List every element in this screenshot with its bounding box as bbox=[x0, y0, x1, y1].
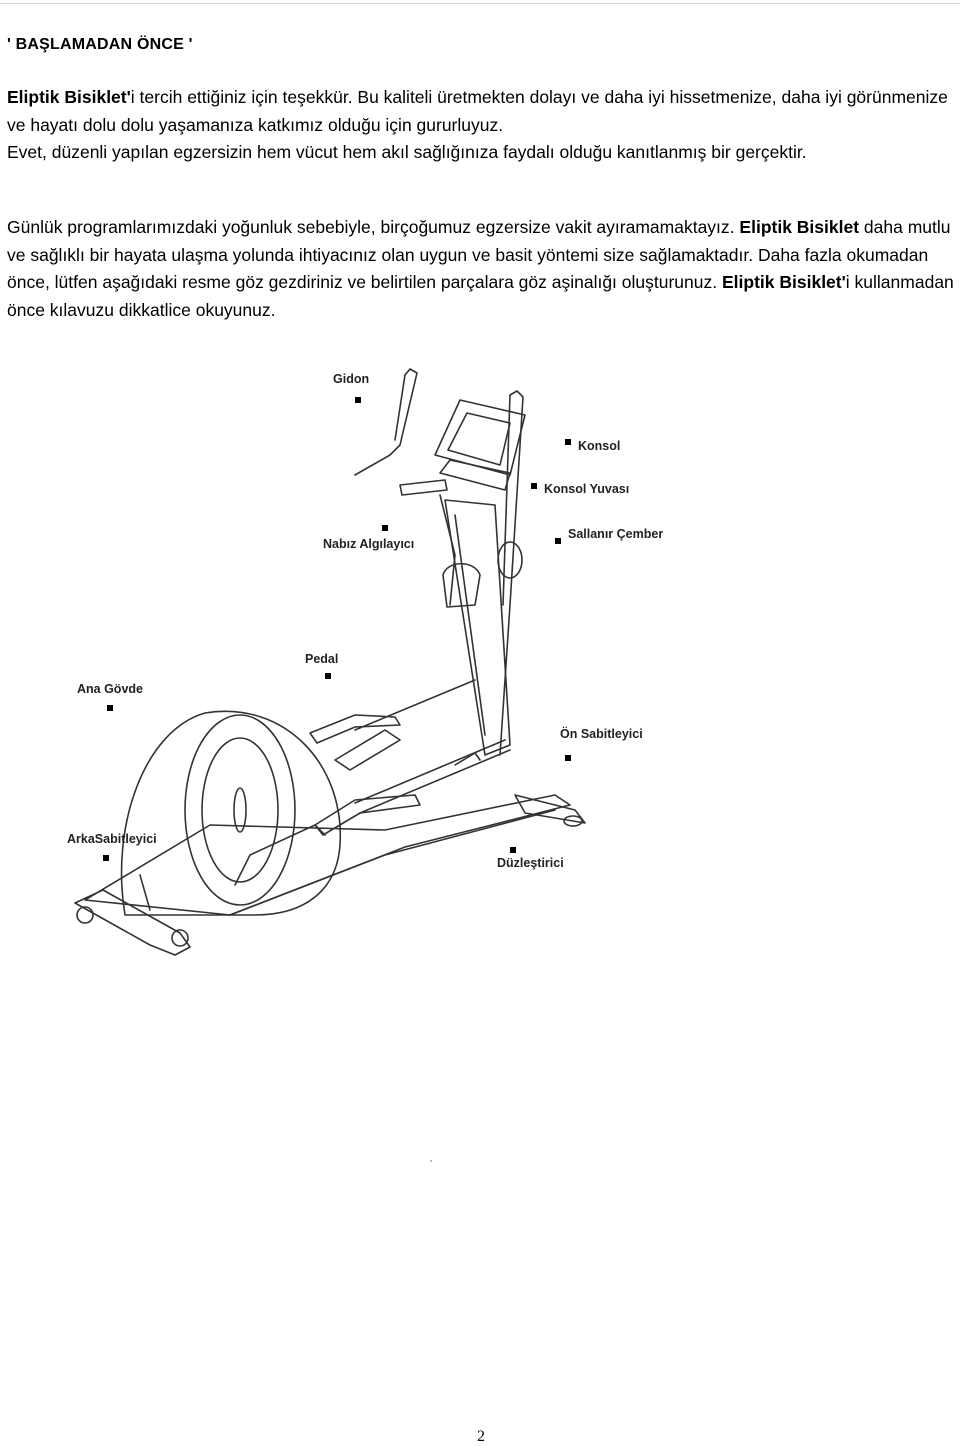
label-konsol: Konsol bbox=[578, 439, 620, 453]
stray-mark bbox=[430, 1160, 432, 1162]
section-heading: ' BAŞLAMADAN ÖNCE ' bbox=[7, 36, 193, 53]
console-shape bbox=[434, 399, 526, 476]
pedal-shape bbox=[334, 729, 401, 771]
rear-stabilizer-shape bbox=[74, 889, 191, 956]
body-paragraph: Günlük programlarımızdaki yoğunluk sebeb… bbox=[7, 214, 957, 324]
label-konsol-yuvasi: Konsol Yuvası bbox=[544, 482, 629, 496]
brand-name-2: Eliptik Bisiklet bbox=[739, 217, 860, 237]
brand-name-3: Eliptik Bisiklet' bbox=[722, 272, 846, 292]
upright-column bbox=[444, 499, 511, 756]
intro-text: i tercih ettiğiniz için teşekkür. Bu kal… bbox=[7, 87, 948, 135]
label-gidon: Gidon bbox=[333, 372, 369, 386]
label-ana-govde: Ana Gövde bbox=[77, 682, 143, 696]
label-sallanir: Sallanır Çember bbox=[568, 527, 663, 541]
elliptical-bike-diagram: Gidon Konsol Konsol Yuvası Nabız Algılay… bbox=[55, 355, 705, 960]
brand-name: Eliptik Bisiklet' bbox=[7, 87, 131, 107]
body-text-2: daha mutlu ve sağlıklı bir hayata ulaşma… bbox=[7, 217, 951, 292]
base-rail bbox=[84, 794, 571, 916]
main-body-shape bbox=[120, 710, 341, 916]
body-text-3: i kullanmadan önce kılavuzu dikkatlice o… bbox=[7, 272, 954, 320]
intro-paragraph: Eliptik Bisiklet'i tercih ettiğiniz için… bbox=[7, 84, 957, 167]
page-number: 2 bbox=[477, 1428, 485, 1445]
label-arka-sabitleyici: ArkaSabitleyici bbox=[67, 832, 157, 846]
label-duzlestirici: Düzleştirici bbox=[497, 856, 564, 870]
body-text-1: Günlük programlarımızdaki yoğunluk sebeb… bbox=[7, 217, 735, 237]
left-handlebar bbox=[354, 368, 418, 476]
right-handlebar bbox=[499, 390, 524, 756]
intro-text-2: Evet, düzenli yapılan egzersizin hem vüc… bbox=[7, 142, 807, 162]
label-nabiz: Nabız Algılayıcı bbox=[323, 537, 414, 551]
top-rule bbox=[0, 3, 960, 4]
front-stabilizer-shape bbox=[514, 794, 586, 824]
label-on-sabitleyici: Ön Sabitleyici bbox=[560, 726, 643, 741]
label-pedal: Pedal bbox=[305, 652, 338, 666]
